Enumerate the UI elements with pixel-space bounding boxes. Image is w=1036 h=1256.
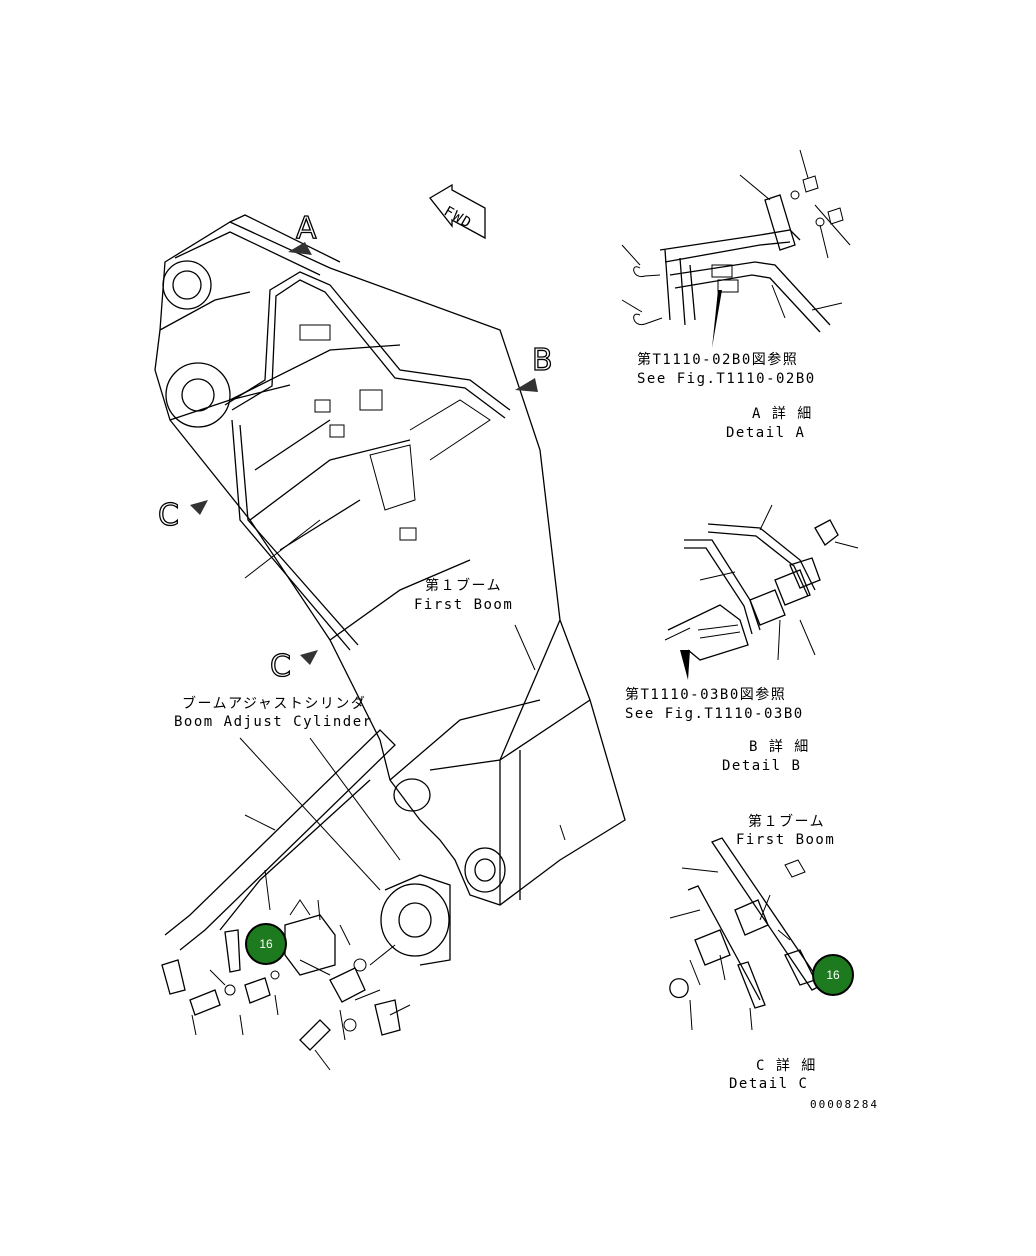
detail-a-title-en: Detail A [726, 425, 805, 441]
drawing-number: 00008284 [810, 1098, 879, 1111]
detail-b-title-jp: B 詳 細 [749, 739, 810, 755]
detail-c-drawing [669, 837, 823, 1031]
view-label-c-upper: C [158, 498, 179, 533]
first-boom-drawing [154, 214, 626, 966]
first-boom-label-jp: 第１ブーム [425, 577, 502, 594]
detail-a-ref-jp: 第T1110-02B0図参照 [637, 351, 798, 368]
badge-number[interactable]: 16 [826, 968, 840, 982]
fwd-arrow [429, 183, 486, 240]
detail-a-ref-en: See Fig.T1110-02B0 [637, 371, 816, 387]
cylinder-label-jp: ブームアジャストシリンダ [182, 695, 366, 712]
detail-c-title-jp: C 詳 細 [756, 1058, 817, 1074]
detail-c-boom-en: First Boom [736, 832, 835, 848]
part-badge-16-right[interactable]: 16 [812, 954, 854, 996]
detail-b-ref-jp: 第T1110-03B0図参照 [625, 686, 786, 703]
cylinder-label-en: Boom Adjust Cylinder [174, 714, 373, 730]
detail-a-drawing [621, 149, 851, 348]
view-label-c-lower: C [270, 649, 291, 684]
detail-b-drawing [664, 504, 859, 680]
badge-circle[interactable] [245, 923, 287, 965]
first-boom-label-en: First Boom [414, 597, 513, 613]
detail-b-title-en: Detail B [722, 758, 801, 774]
detail-a-title-jp: A 詳 細 [752, 406, 813, 422]
part-badge-16-left[interactable]: 16 [245, 923, 287, 965]
detail-c-boom-jp: 第１ブーム [748, 813, 825, 830]
badge-number[interactable]: 16 [259, 937, 273, 951]
detail-b-ref-en: See Fig.T1110-03B0 [625, 706, 804, 722]
boom-adjust-cylinder-parts [161, 729, 411, 1071]
fwd-label: FWD [441, 203, 475, 232]
view-label-a: A [296, 211, 317, 246]
view-label-b: B [532, 343, 553, 378]
badge-circle[interactable] [812, 954, 854, 996]
detail-c-title-en: Detail C [729, 1076, 808, 1092]
